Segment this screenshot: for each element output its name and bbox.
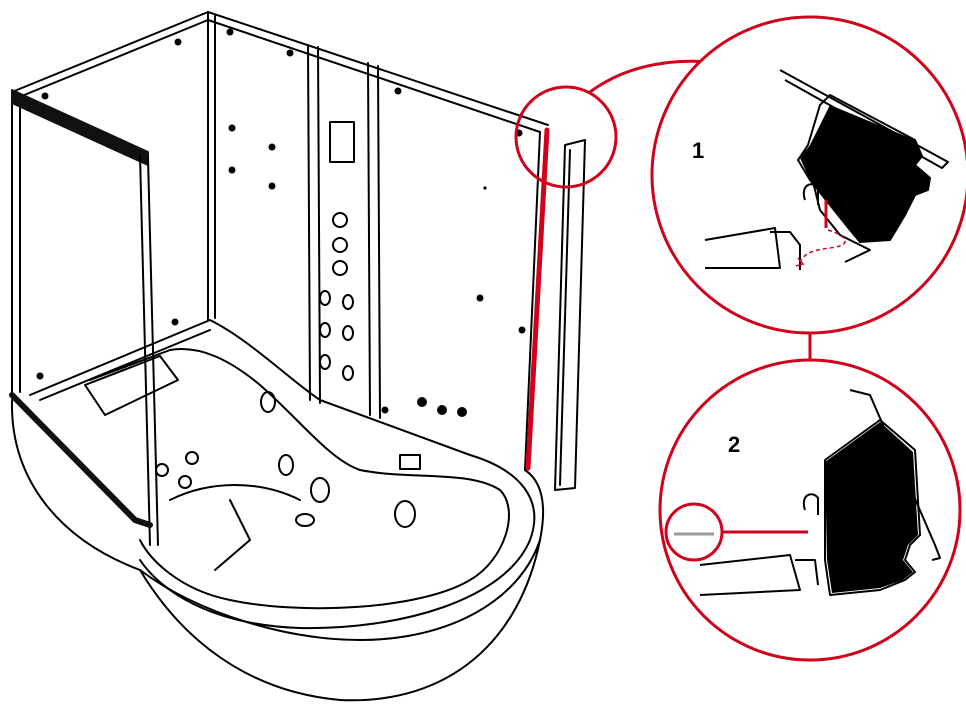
mounting-holes [36,28,526,417]
step-1-label: 1 [692,138,705,163]
highlighted-profile [525,127,550,471]
detail-circle-step-1 [650,15,966,335]
step-2-label: 2 [728,432,741,457]
detail-circle-step-2 [658,358,962,662]
shower-cabin-illustration [9,11,586,702]
